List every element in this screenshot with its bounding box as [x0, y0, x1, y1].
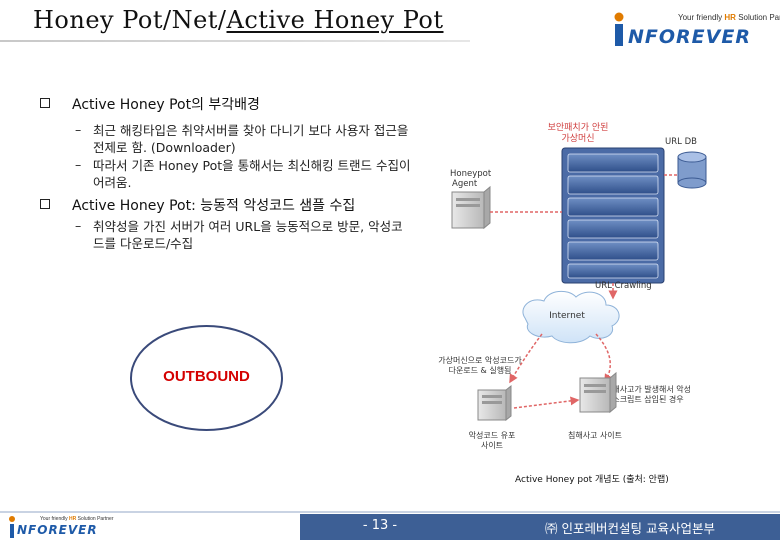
- url-crawling-label: URL Crawling: [595, 281, 652, 291]
- title-divider: [0, 40, 470, 42]
- outbound-ellipse: [130, 325, 283, 431]
- bullet-square-icon: [40, 199, 50, 209]
- logo-wordmark: NFOREVER: [628, 26, 751, 48]
- bullet-sub: 최근 해킹타입은 취약서버를 찾아 다니기 보다 사용자 접근을 전제로 함. …: [93, 123, 409, 155]
- logo-person-icon: [614, 12, 624, 46]
- bullet-sub: 취약성을 가진 서버가 여러 URL을 능동적으로 방문, 악성코드를 다운로드…: [93, 219, 403, 251]
- bullet-sub: 따라서 기존 Honey Pot을 통해서는 최신해킹 트랜드 수집이 어려움.: [93, 158, 411, 190]
- internet-cloud-icon: Internet: [522, 290, 620, 344]
- outbound-label: OUTBOUND: [163, 368, 250, 385]
- footer-logo-person-icon: [9, 516, 15, 538]
- title-prefix: Honey Pot/Net/: [33, 6, 227, 34]
- url-db-icon: [677, 151, 707, 189]
- diagram-caption: Active Honey pot 개념도 (출처: 안랩): [515, 475, 669, 485]
- bullet-heading: Active Honey Pot: 능동적 악성코드 샘플 수집: [72, 198, 356, 214]
- internet-label: Internet: [549, 311, 585, 321]
- vm-rack: [561, 147, 665, 284]
- company-name: ㈜ 인포레버컨설팅 교육사업본부: [545, 521, 715, 536]
- footer-divider: [0, 511, 780, 513]
- company-logo: Your friendly HR Solution Partner NFOREV…: [612, 12, 780, 48]
- bullet-square-icon: [40, 98, 50, 108]
- footer-logo: Your friendly HR Solution Partner NFOREV…: [8, 516, 128, 538]
- footer-logo-tagline: Your friendly HR Solution Partner: [40, 516, 114, 522]
- dash-icon: –: [75, 122, 82, 137]
- honeypot-agent-server-icon: [451, 185, 491, 230]
- dash-icon: –: [75, 157, 82, 172]
- logo-tagline: Your friendly HR Solution Partner: [678, 13, 780, 22]
- footer-bar: [300, 514, 780, 540]
- footer-logo-wordmark: NFOREVER: [17, 523, 98, 537]
- malware-site-server-icon: [477, 384, 512, 422]
- url-db-label: URL DB: [665, 137, 697, 147]
- intrusion-site-server-icon: [579, 371, 617, 414]
- dash-icon: –: [75, 218, 82, 233]
- intrusion-site-label: 침해사고 사이트: [568, 430, 622, 440]
- page-title: Honey Pot/Net/Active Honey Pot: [33, 6, 444, 34]
- bullet-heading: Active Honey Pot의 부각배경: [72, 97, 260, 113]
- title-underlined: Active Honey Pot: [226, 6, 444, 34]
- page-number: - 13 -: [362, 518, 398, 533]
